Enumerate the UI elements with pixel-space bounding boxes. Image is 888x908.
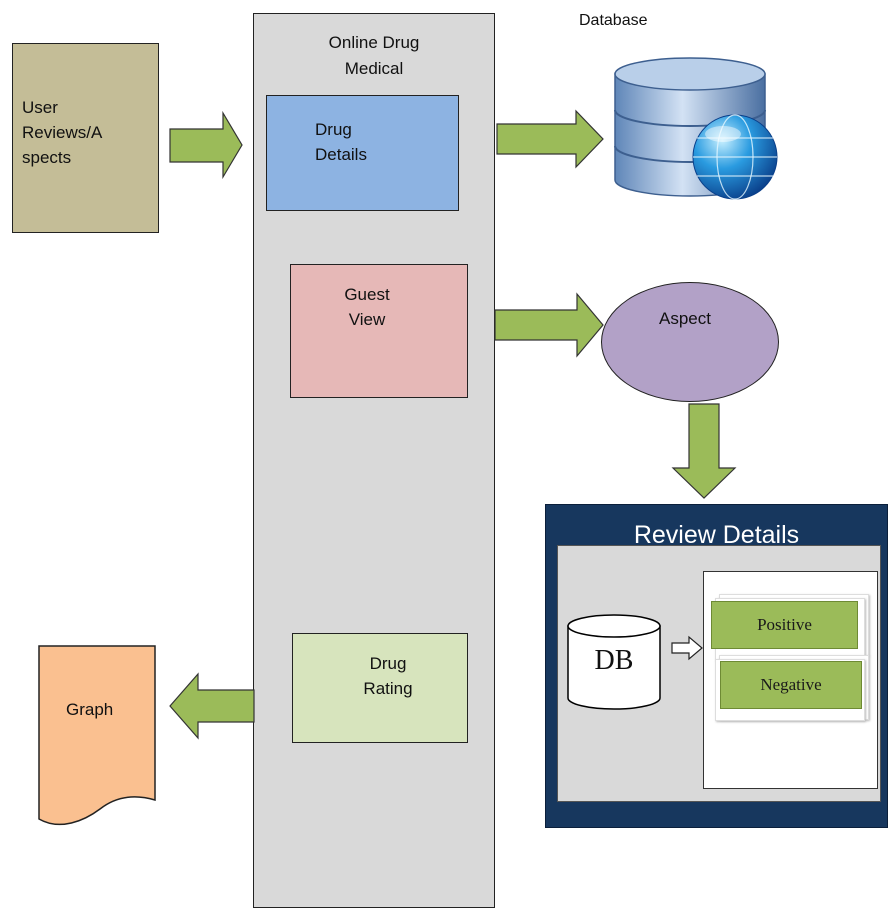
db-label: DB <box>594 645 634 676</box>
arrow-aspect-to-review-details <box>671 403 737 499</box>
arrow-drug-rating-to-graph <box>169 672 255 740</box>
graph-document-shape <box>38 645 156 826</box>
arrow-drug-details-to-database <box>496 109 604 169</box>
drug-rating-box <box>292 633 468 743</box>
arrow-user-to-drug-details <box>169 110 243 180</box>
user-reviews-box <box>12 43 159 233</box>
negative-box: Negative <box>720 661 862 709</box>
db-cylinder-icon <box>567 614 661 710</box>
system-title: Online Drug Medical <box>328 33 420 78</box>
arrow-guest-view-to-aspect <box>494 292 604 358</box>
guest-view-label: Guest View <box>344 285 390 329</box>
graph-label: Graph <box>66 700 114 719</box>
guest-view-box <box>290 264 468 398</box>
drug-details-box <box>266 95 459 211</box>
database-globe-icon <box>614 57 778 200</box>
drug-rating-label: Drug Rating <box>363 654 413 698</box>
user-reviews-label: User Reviews/A spects <box>22 98 103 167</box>
database-label: Database <box>579 12 648 29</box>
review-details-title: Review Details <box>633 521 800 549</box>
arrow-db-to-results <box>671 635 703 661</box>
aspect-label: Aspect <box>659 309 711 328</box>
aspect-ellipse <box>601 282 779 402</box>
drug-details-label: Drug Details <box>315 120 367 164</box>
positive-box: Positive <box>711 601 858 649</box>
